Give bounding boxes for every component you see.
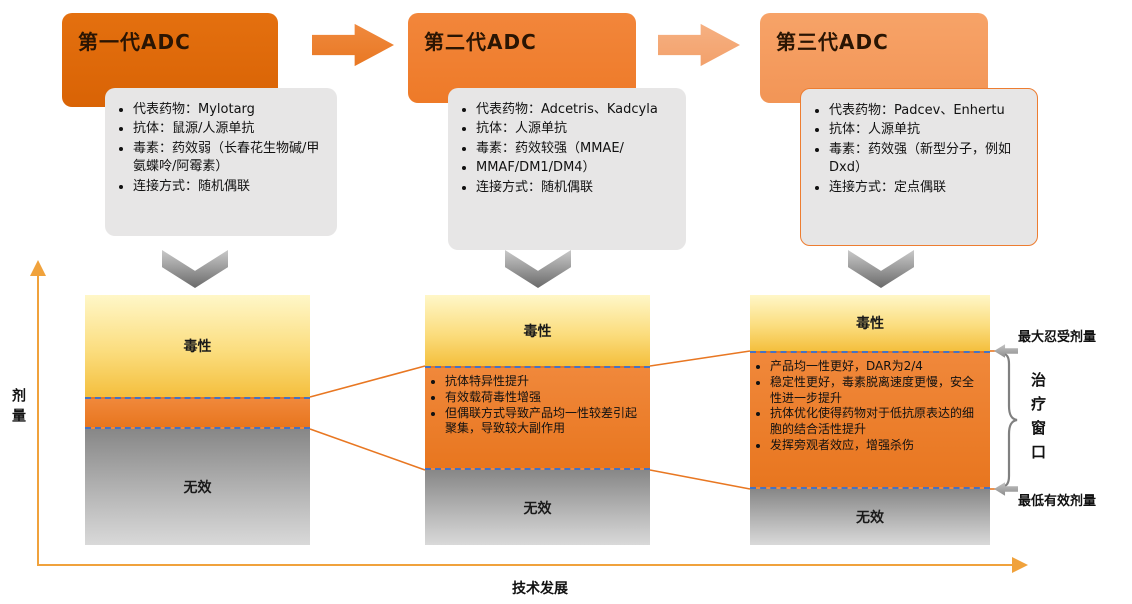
note-item: 有效载荷毒性增强 xyxy=(445,390,644,406)
bullet-item: 抗体：鼠源/人源单抗 xyxy=(133,120,329,138)
arrow-right-gen1-to-gen2-icon xyxy=(312,23,394,67)
toxicity-label: 毒性 xyxy=(183,339,212,355)
bullet-item: 毒素：药效弱（长春花生物碱/甲氨蝶呤/阿霉素） xyxy=(133,140,329,177)
therapeutic-window-segment: 抗体特异性提升 有效载荷毒性增强 但偶联方式导致产品均一性较差引起聚集，导致较大… xyxy=(425,366,650,470)
bullet-item: 连接方式：随机偶联 xyxy=(133,178,329,196)
arrow-left-max-dose-icon xyxy=(994,344,1018,358)
bullet-item: 毒素：药效较强（MMAE/ xyxy=(476,140,678,158)
bullet-item: 代表药物：Mylotarg xyxy=(133,101,329,119)
chevron-down-icon xyxy=(505,250,571,288)
window-brace-icon xyxy=(999,351,1018,489)
window-bottom-connector xyxy=(309,428,426,471)
x-axis-label: 技术发展 xyxy=(512,581,568,597)
y-axis-label: 剂量 xyxy=(10,388,26,428)
bullet-item: 连接方式：定点偶联 xyxy=(829,179,1029,197)
note-item: 但偶联方式导致产品均一性较差引起聚集，导致较大副作用 xyxy=(445,406,644,438)
gen3-info-box: 代表药物：Padcev、Enhertu 抗体：人源单抗 毒素：药效强（新型分子，… xyxy=(800,88,1038,246)
bullet-item: 抗体：人源单抗 xyxy=(476,120,678,138)
therapeutic-window-segment: 产品均一性更好，DAR为2/4 稳定性更好，毒素脱离速度更慢，安全性进一步提升 … xyxy=(750,351,990,489)
note-item: 稳定性更好，毒素脱离速度更慢，安全性进一步提升 xyxy=(770,375,984,407)
ineffective-label: 无效 xyxy=(856,510,884,526)
ineffective-segment: 无效 xyxy=(750,489,990,545)
toxicity-label: 毒性 xyxy=(523,323,552,340)
bullet-item: MMAF/DM1/DM4） xyxy=(476,159,678,177)
gen1-info-box: 代表药物：Mylotarg 抗体：鼠源/人源单抗 毒素：药效弱（长春花生物碱/甲… xyxy=(105,88,337,236)
note-item: 发挥旁观者效应，增强杀伤 xyxy=(770,438,984,454)
gen2-bullet-list: 代表药物：Adcetris、Kadcyla 抗体：人源单抗 毒素：药效较强（MM… xyxy=(456,101,678,197)
arrow-left-min-dose-icon xyxy=(994,482,1018,496)
gen2-title: 第二代ADC xyxy=(424,30,537,54)
note-item: 产品均一性更好，DAR为2/4 xyxy=(770,359,984,375)
toxicity-segment: 毒性 xyxy=(85,295,310,397)
toxicity-segment: 毒性 xyxy=(425,295,650,366)
gen1-title: 第一代ADC xyxy=(78,30,191,54)
toxicity-segment: 毒性 xyxy=(750,295,990,351)
gen1-bullet-list: 代表药物：Mylotarg 抗体：鼠源/人源单抗 毒素：药效弱（长春花生物碱/甲… xyxy=(113,101,329,196)
bullet-item: 毒素：药效强（新型分子，例如Dxd） xyxy=(829,141,1029,178)
bullet-item: 代表药物：Adcetris、Kadcyla xyxy=(476,101,678,119)
window-top-connector xyxy=(649,350,751,367)
bullet-item: 连接方式：随机偶联 xyxy=(476,179,678,197)
window-top-connector xyxy=(309,365,426,398)
ineffective-label: 无效 xyxy=(183,480,212,496)
max-tolerated-dose-label: 最大忍受剂量 xyxy=(1018,330,1097,345)
gen2-info-box: 代表药物：Adcetris、Kadcyla 抗体：人源单抗 毒素：药效较强（MM… xyxy=(448,88,686,250)
therapeutic-window-label: 治疗窗口 xyxy=(1029,372,1047,468)
chevron-down-icon xyxy=(162,250,228,288)
arrow-right-gen2-to-gen3-icon xyxy=(658,23,740,67)
bullet-item: 代表药物：Padcev、Enhertu xyxy=(829,102,1029,120)
window-bottom-connector xyxy=(649,469,751,490)
gen3-bullet-list: 代表药物：Padcev、Enhertu 抗体：人源单抗 毒素：药效强（新型分子，… xyxy=(809,102,1029,197)
ineffective-segment: 无效 xyxy=(425,470,650,545)
gen1-dose-bar: 毒性 无效 xyxy=(85,295,310,545)
ineffective-segment: 无效 xyxy=(85,429,310,545)
gen3-title: 第三代ADC xyxy=(776,30,889,54)
gen2-window-notes: 抗体特异性提升 有效载荷毒性增强 但偶联方式导致产品均一性较差引起聚集，导致较大… xyxy=(425,368,650,441)
note-item: 抗体特异性提升 xyxy=(445,374,644,390)
gen2-dose-bar: 毒性 抗体特异性提升 有效载荷毒性增强 但偶联方式导致产品均一性较差引起聚集，导… xyxy=(425,295,650,545)
gen3-window-notes: 产品均一性更好，DAR为2/4 稳定性更好，毒素脱离速度更慢，安全性进一步提升 … xyxy=(750,353,990,458)
note-item: 抗体优化使得药物对于低抗原表达的细胞的结合活性提升 xyxy=(770,406,984,438)
toxicity-label: 毒性 xyxy=(856,316,884,332)
gen3-dose-bar: 毒性 产品均一性更好，DAR为2/4 稳定性更好，毒素脱离速度更慢，安全性进一步… xyxy=(750,295,990,545)
therapeutic-window-segment xyxy=(85,397,310,429)
bullet-item: 抗体：人源单抗 xyxy=(829,121,1029,139)
ineffective-label: 无效 xyxy=(523,500,552,517)
chevron-down-icon xyxy=(848,250,914,288)
min-effective-dose-label: 最低有效剂量 xyxy=(1018,494,1097,509)
